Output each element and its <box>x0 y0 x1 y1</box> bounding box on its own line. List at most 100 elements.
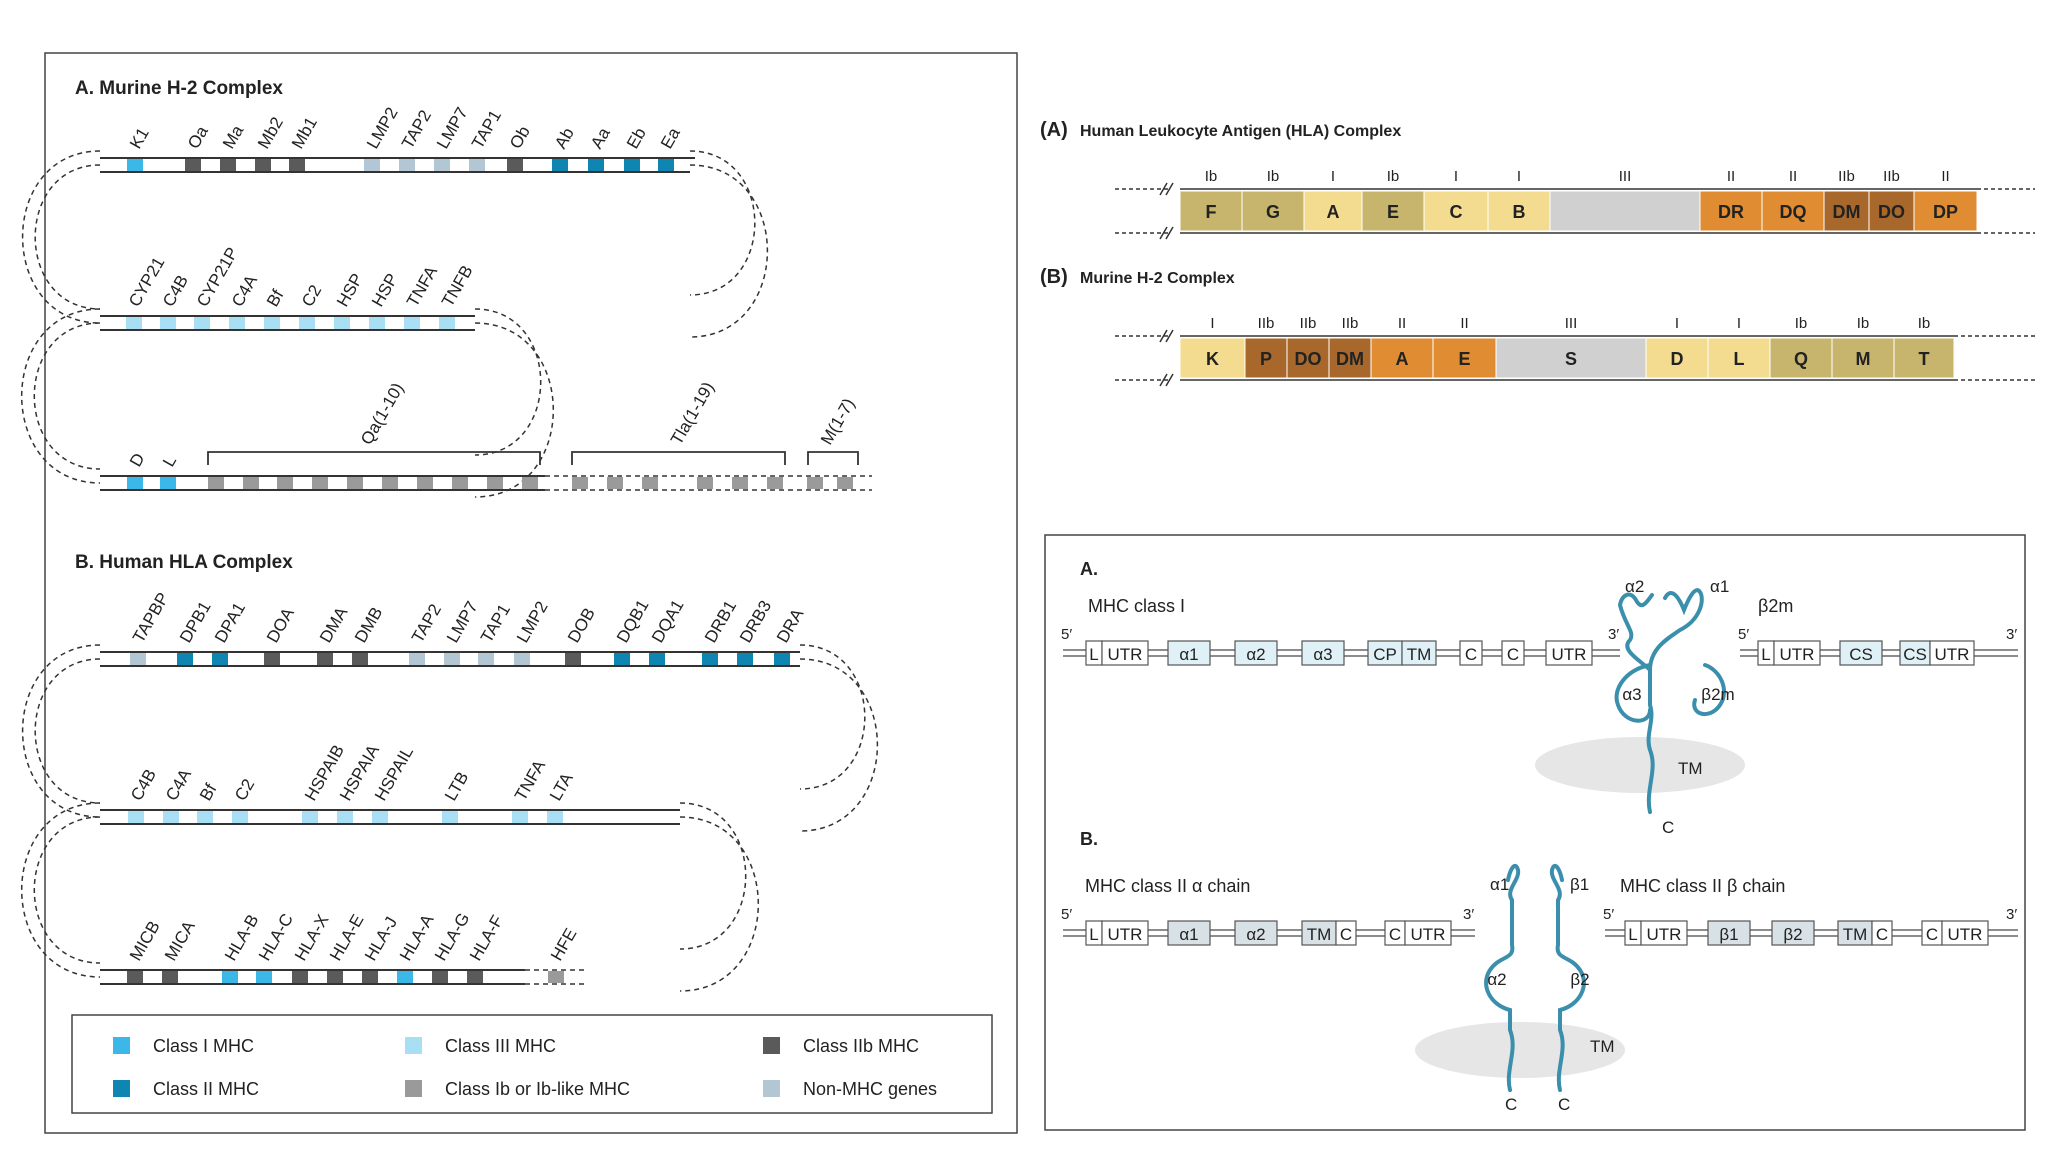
gene-cluster-label: M(1-7) <box>817 395 858 448</box>
gene-label-dpb1: DPB1 <box>176 598 215 646</box>
exon-box <box>1640 920 1688 946</box>
locus-label: G <box>1266 202 1280 222</box>
exon-label: CP <box>1373 645 1397 664</box>
gene-box-tap1 <box>469 159 485 171</box>
locus-label: A <box>1396 349 1409 369</box>
gene-box-ab <box>552 159 568 171</box>
gene-label-lta: LTA <box>546 769 577 804</box>
locus-block <box>1769 337 1833 379</box>
gene-box-dma <box>317 653 333 665</box>
chromosome-loop-strand <box>34 164 101 310</box>
gene-box-hla-c <box>256 971 272 983</box>
three-prime-label: 3′ <box>1608 626 1619 643</box>
exon-box <box>1167 640 1211 666</box>
chromosome-loop-strand <box>689 164 769 338</box>
chromosome-loop-strand <box>474 308 542 456</box>
hla-title: Human Leukocyte Antigen (HLA) Complex <box>1080 123 1401 140</box>
locus-label: S <box>1565 349 1577 369</box>
chromosome-loop-strand <box>679 802 747 950</box>
exon-label: L <box>1761 645 1770 664</box>
legend-label: Class II MHC <box>153 1079 259 1099</box>
qa-tla-m-gene-box <box>243 477 259 489</box>
legend-swatch <box>763 1080 780 1097</box>
exon-label: α1 <box>1179 925 1198 944</box>
gene-label-lmp2: LMP2 <box>513 598 552 646</box>
locus-class-label: Ib <box>1387 168 1400 185</box>
gene-box-hspaia <box>337 811 353 823</box>
locus-label: K <box>1206 349 1219 369</box>
locus-class-label: I <box>1675 315 1679 332</box>
gene-box-tap2 <box>399 159 415 171</box>
gene-box-tnfa <box>404 317 420 329</box>
gene-box-tap1 <box>478 653 494 665</box>
class-ii-beta-title: MHC class II β chain <box>1620 876 1785 896</box>
gene-box-c4b <box>128 811 144 823</box>
qa-tla-m-gene-box <box>642 477 658 489</box>
class-ii-membrane <box>1415 1022 1625 1078</box>
h2-map: (B)Murine H-2 ComplexKIPIIbDOIIbDMIIbAII… <box>1040 266 2035 387</box>
human-bend-2 <box>679 802 760 992</box>
gene-box-hspaib <box>302 811 318 823</box>
class-ii-alpha2-label: α2 <box>1487 970 1506 989</box>
gene-box-micb <box>127 971 143 983</box>
locus-block <box>1868 190 1915 232</box>
gene-label-tnfa: TNFA <box>403 262 442 310</box>
gene-label-lmp7: LMP7 <box>433 104 472 152</box>
gene-label-ea: Ea <box>657 124 684 152</box>
class-ii-alpha-chain-path <box>1484 863 1521 1092</box>
gene-cluster-label: Tla(1-19) <box>667 379 718 448</box>
exon-label: C <box>1876 925 1888 944</box>
hla-map: (A)Human Leukocyte Antigen (HLA) Complex… <box>1040 119 2035 240</box>
exon-box <box>1771 920 1815 946</box>
gene-box-drb3 <box>737 653 753 665</box>
locus-block <box>1328 337 1372 379</box>
h2-title: Murine H-2 Complex <box>1080 270 1235 287</box>
class-i-alpha3-path <box>1614 663 1652 723</box>
legend-swatch <box>405 1037 422 1054</box>
human-section-title: B. Human HLA Complex <box>75 552 293 573</box>
qa-tla-m-gene-box <box>732 477 748 489</box>
class-ii-beta1-label: β1 <box>1570 875 1589 894</box>
locus-block <box>1432 337 1497 379</box>
alpha1-domain-label: α1 <box>1710 577 1729 596</box>
qa-tla-m-gene-box <box>607 477 623 489</box>
gene-label-hla-c: HLA-C <box>255 910 297 964</box>
class-i-protein <box>1614 588 1726 814</box>
h2-tag: (B) <box>1040 266 1068 288</box>
locus-class-label: IIb <box>1838 168 1855 185</box>
gene-label-mica: MICA <box>161 917 199 964</box>
qa-tla-m-gene-box <box>572 477 588 489</box>
gene-box-tnfb <box>439 317 455 329</box>
class-ii-alpha-title: MHC class II α chain <box>1085 876 1250 896</box>
locus-label: T <box>1919 349 1930 369</box>
exon-label: α2 <box>1246 645 1265 664</box>
gene-label-aa: Aa <box>587 124 614 152</box>
exon-label: L <box>1089 925 1098 944</box>
murine-bend-2 <box>474 308 555 498</box>
alpha2-domain-label: α2 <box>1625 577 1644 596</box>
locus-label: DQ <box>1780 202 1807 222</box>
qa-tla-m-gene-box <box>522 477 538 489</box>
gene-label-c4b: C4B <box>159 272 192 310</box>
three-prime-label: 3′ <box>2006 906 2017 923</box>
beta2m-path <box>1692 663 1726 716</box>
exon-box <box>1401 640 1437 666</box>
human-bend-left-2 <box>20 802 101 978</box>
chromosome-loop-strand <box>689 150 756 296</box>
chromosome-loop-strand <box>799 644 866 790</box>
exon-label: UTR <box>1948 925 1983 944</box>
gene-label-tap1: TAP1 <box>477 601 514 646</box>
locus-class-label: I <box>1210 315 1214 332</box>
gene-label-bf: Bf <box>263 286 288 310</box>
gene-label-hsp: HSP <box>333 270 367 310</box>
locus-block <box>1761 190 1825 232</box>
exon-label: UTR <box>1935 645 1970 664</box>
gene-box-k1 <box>127 159 143 171</box>
gene-box-c4a <box>163 811 179 823</box>
locus-label: DO <box>1878 202 1905 222</box>
gene-box-dpb1 <box>177 653 193 665</box>
